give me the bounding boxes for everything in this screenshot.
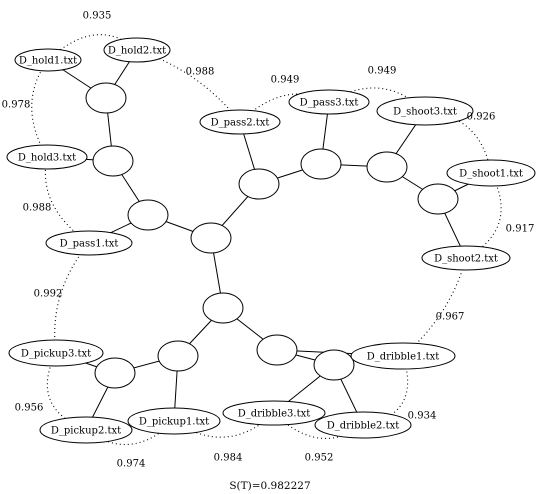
internal-node: [157, 340, 199, 372]
leaf-ellipse: [376, 96, 474, 126]
leaf-node-pickup1: D_pickup1.txt: [127, 407, 221, 435]
leaf-label: D_hold2.txt: [108, 46, 166, 57]
leaf-ellipse: [39, 416, 133, 444]
leaf-node-dribble2: D_dribble2.txt: [314, 411, 412, 439]
leaf-label: D_pass1.txt: [60, 239, 119, 250]
score-label-layer: 0.935 0.988 0.949 0.949 0.926 0.917 0.967 0.934…: [2, 11, 535, 470]
leaf-label: D_pickup3.txt: [21, 349, 91, 360]
leaf-node-pass2: D_pass2.txt: [199, 109, 281, 135]
leaf-ellipse: [103, 37, 171, 63]
internal-node: [202, 292, 244, 324]
leaf-ellipse: [6, 144, 88, 170]
leaf-ellipse: [421, 245, 511, 271]
leaf-node-shoot1: D_shoot1.txt: [446, 159, 536, 187]
leaf-node-shoot2: D_shoot2.txt: [421, 245, 511, 271]
leaf-node-pass3: D_pass3.txt: [288, 89, 370, 115]
score-label: 0.926: [467, 112, 496, 123]
internal-node: [238, 168, 280, 200]
leaf-label: D_shoot1.txt: [459, 169, 523, 180]
leaf-label: D_shoot2.txt: [434, 254, 498, 265]
leaf-label: D_pass2.txt: [211, 118, 270, 129]
leaf-node-hold1: D_hold1.txt: [14, 48, 82, 72]
internal-node: [313, 349, 355, 381]
internal-node: [417, 183, 459, 215]
score-label: 0.984: [214, 453, 243, 464]
score-label: 0.917: [506, 224, 535, 235]
tree-score-footer: S(T)=0.982227: [229, 480, 310, 492]
leaf-node-layer: D_hold1.txt D_hold2.txtD_hold3.txtD_pass1…: [6, 37, 536, 444]
leaf-label: D_shoot3.txt: [393, 107, 457, 118]
score-dotted-path: [424, 110, 492, 174]
score-label: 0.992: [34, 289, 63, 300]
internal-node: [190, 222, 232, 254]
leaf-node-hold3: D_hold3.txt: [6, 144, 88, 170]
tree-node-layer: [85, 82, 459, 389]
score-label: 0.978: [2, 100, 31, 111]
score-label: 0.988: [23, 203, 52, 214]
leaf-ellipse: [314, 411, 412, 439]
leaf-ellipse: [199, 109, 281, 135]
score-dotted-path: [136, 49, 241, 123]
internal-node: [366, 151, 408, 183]
leaf-label: D_pass3.txt: [300, 98, 359, 109]
score-label: 0.952: [305, 453, 334, 464]
leaf-ellipse: [14, 48, 82, 72]
leaf-ellipse: [288, 89, 370, 115]
score-label: 0.935: [83, 11, 112, 22]
leaf-ellipse: [8, 339, 104, 367]
leaf-ellipse: [350, 342, 456, 370]
internal-node: [127, 199, 169, 231]
score-label: 0.988: [186, 67, 215, 78]
score-label: 0.967: [436, 312, 465, 323]
leaf-node-dribble3: D_dribble3.txt: [222, 400, 326, 426]
leaf-label: D_pickup1.txt: [139, 417, 209, 428]
leaf-node-pickup3: D_pickup3.txt: [8, 339, 104, 367]
score-label: 0.934: [408, 411, 437, 422]
leaf-ellipse: [127, 407, 221, 435]
leaf-node-hold2: D_hold2.txt: [103, 37, 171, 63]
leaf-label: D_dribble1.txt: [367, 352, 440, 363]
internal-node: [85, 82, 127, 114]
score-label: 0.949: [368, 66, 397, 77]
leaf-node-dribble1: D_dribble1.txt: [350, 342, 456, 370]
score-dotted-path: [31, 59, 49, 158]
leaf-ellipse: [446, 159, 536, 187]
leaf-ellipse: [222, 400, 326, 426]
leaf-label: D_pickup2.txt: [51, 426, 121, 437]
score-label: 0.956: [15, 403, 44, 414]
leaf-node-shoot3: D_shoot3.txt: [376, 96, 474, 126]
internal-node: [92, 145, 134, 177]
internal-node: [256, 334, 298, 366]
score-dotted-path: [44, 156, 90, 244]
leaf-label: D_dribble2.txt: [327, 421, 400, 432]
leaf-label: D_hold1.txt: [19, 56, 77, 67]
leaf-ellipse: [45, 230, 133, 256]
internal-node: [300, 148, 342, 180]
score-label: 0.949: [271, 75, 300, 86]
leaf-node-pickup2: D_pickup2.txt: [39, 416, 133, 444]
leaf-label: D_dribble3.txt: [238, 409, 311, 420]
leaf-node-pass1: D_pass1.txt: [45, 230, 133, 256]
leaf-label: D_hold3.txt: [18, 153, 76, 164]
internal-node: [94, 357, 136, 389]
score-label: 0.974: [117, 459, 146, 470]
score-dotted-path: [402, 257, 467, 357]
